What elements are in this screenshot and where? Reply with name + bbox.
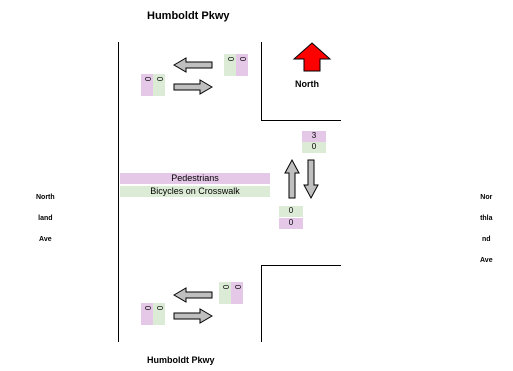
left-arrow-icon (173, 57, 213, 73)
right-arrow-icon (173, 79, 213, 95)
count-cell: 0 (141, 74, 153, 96)
count-cell: 0 (141, 303, 153, 325)
east-street-line: nd (482, 236, 491, 243)
se-curb-line (261, 265, 262, 342)
north-street-title: Humboldt Pkwy (147, 10, 230, 22)
up-arrow-icon (284, 158, 300, 199)
east-street-label: Nor thla nd Ave (480, 180, 493, 271)
count-cell: 0 (224, 54, 236, 76)
right-arrow-icon (173, 308, 213, 324)
down-arrow-icon (303, 159, 319, 200)
count-cell: 0 (153, 303, 165, 325)
west-street-line: Ave (39, 236, 52, 243)
east-street-line: Nor (480, 194, 493, 201)
count-cell: 0 (236, 54, 248, 76)
count-cell: 0 (231, 282, 243, 304)
west-street-label: North land Ave (36, 180, 55, 250)
ne-curb-line (261, 42, 262, 120)
count-cell: 3 (302, 131, 326, 142)
pedestrians-bar: Pedestrians (120, 173, 270, 184)
count-cell: 0 (279, 218, 303, 229)
east-street-line: thla (480, 215, 493, 222)
east-street-line: Ave (480, 257, 493, 264)
north-label: North (295, 79, 319, 89)
west-curb-line (118, 42, 119, 266)
ne-curb-edge (261, 120, 341, 121)
se-curb-edge (261, 265, 341, 266)
count-cell: 0 (279, 206, 303, 217)
west-street-line: land (38, 215, 53, 222)
count-cell: 0 (302, 142, 326, 153)
north-arrow-icon (292, 42, 332, 72)
count-cell: 0 (153, 74, 165, 96)
left-arrow-icon (173, 287, 213, 303)
west-curb-line-south (118, 262, 119, 342)
west-street-line: North (36, 194, 55, 201)
count-cell: 0 (219, 282, 231, 304)
south-street-title: Humboldt Pkwy (147, 355, 215, 365)
bicycles-bar: Bicycles on Crosswalk (120, 186, 270, 197)
